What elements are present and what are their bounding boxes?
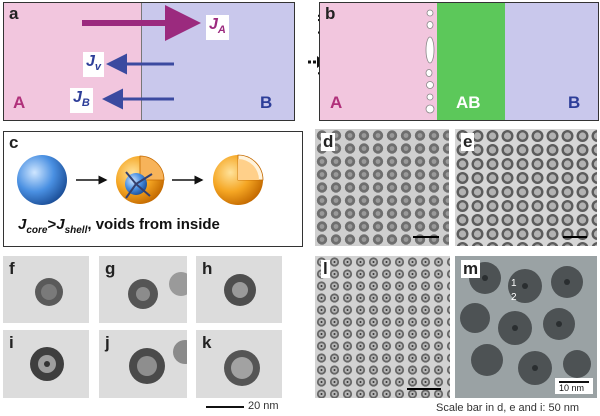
particle-array	[315, 256, 450, 398]
panel-a-label: a	[9, 4, 19, 23]
scale-text-10nm: 10 nm	[559, 383, 585, 393]
core-sphere	[17, 155, 67, 205]
region-a-fill	[320, 3, 437, 120]
scale-bar-l	[407, 388, 441, 390]
tem-label-m: m	[461, 259, 481, 278]
scale-bar-d	[413, 236, 439, 238]
scale-caption: Scale bar in d, e and i: 50 nm	[436, 402, 580, 414]
region-b-fill	[505, 3, 598, 120]
kirkendall-voids	[425, 9, 435, 114]
region-a-label: A	[330, 93, 343, 112]
panel-c-caption: Jcore>Jshell, voids from inside	[18, 216, 220, 236]
particle-array	[315, 129, 449, 246]
tem-label-l: l	[321, 259, 330, 278]
scale-bar-m	[559, 381, 589, 383]
tem-panel-l: l	[315, 256, 450, 398]
tem-panel-j: j	[99, 330, 187, 398]
tem-panel-e: e	[455, 129, 597, 246]
flux-ja-label: JA	[206, 15, 229, 41]
region-a-label: A	[13, 93, 26, 112]
panel-c-label: c	[9, 133, 19, 152]
tem-panel-k: k	[196, 330, 282, 398]
panel-c: c	[3, 131, 303, 247]
tem-panel-f: f	[3, 256, 89, 323]
tem-label-d: d	[321, 132, 336, 151]
tem-panel-g: g	[99, 256, 187, 323]
region-b-label: B	[568, 93, 581, 112]
region-b-label: B	[260, 93, 273, 112]
tem-label-h: h	[202, 259, 213, 278]
scale-bar-20nm	[206, 406, 244, 408]
scale-bar-e	[563, 236, 587, 238]
tem-label-f: f	[9, 259, 15, 278]
tem-panel-h: h	[196, 256, 282, 323]
panel-a: a A B JA Jv JB	[3, 2, 295, 121]
scale-text-20nm: 20 nm	[248, 400, 279, 412]
region-ab-label: AB	[456, 93, 481, 112]
flux-arrows	[82, 5, 201, 110]
panel-b-label: b	[325, 4, 336, 23]
particle-array	[455, 129, 597, 246]
tem-label-k: k	[202, 333, 212, 352]
region-ab-fill	[437, 3, 505, 120]
flux-jv-label: Jv	[83, 52, 105, 78]
tem-label-j: j	[105, 333, 110, 352]
tem-panel-m: m 1 2 10 nm	[455, 256, 597, 398]
hollowing-schematic	[17, 154, 264, 205]
panel-b: b A AB B	[319, 2, 599, 121]
flux-jb-label: JB	[70, 88, 93, 114]
tem-panel-i: i	[3, 330, 89, 398]
tem-panel-d: d	[315, 129, 449, 246]
tem-label-e: e	[461, 132, 475, 151]
tem-label-i: i	[9, 333, 14, 352]
particle-array	[460, 262, 591, 385]
tem-label-g: g	[105, 259, 116, 278]
interface-line	[141, 3, 142, 120]
inset-mark-1: 1	[511, 278, 517, 289]
inset-mark-2: 2	[511, 292, 517, 303]
